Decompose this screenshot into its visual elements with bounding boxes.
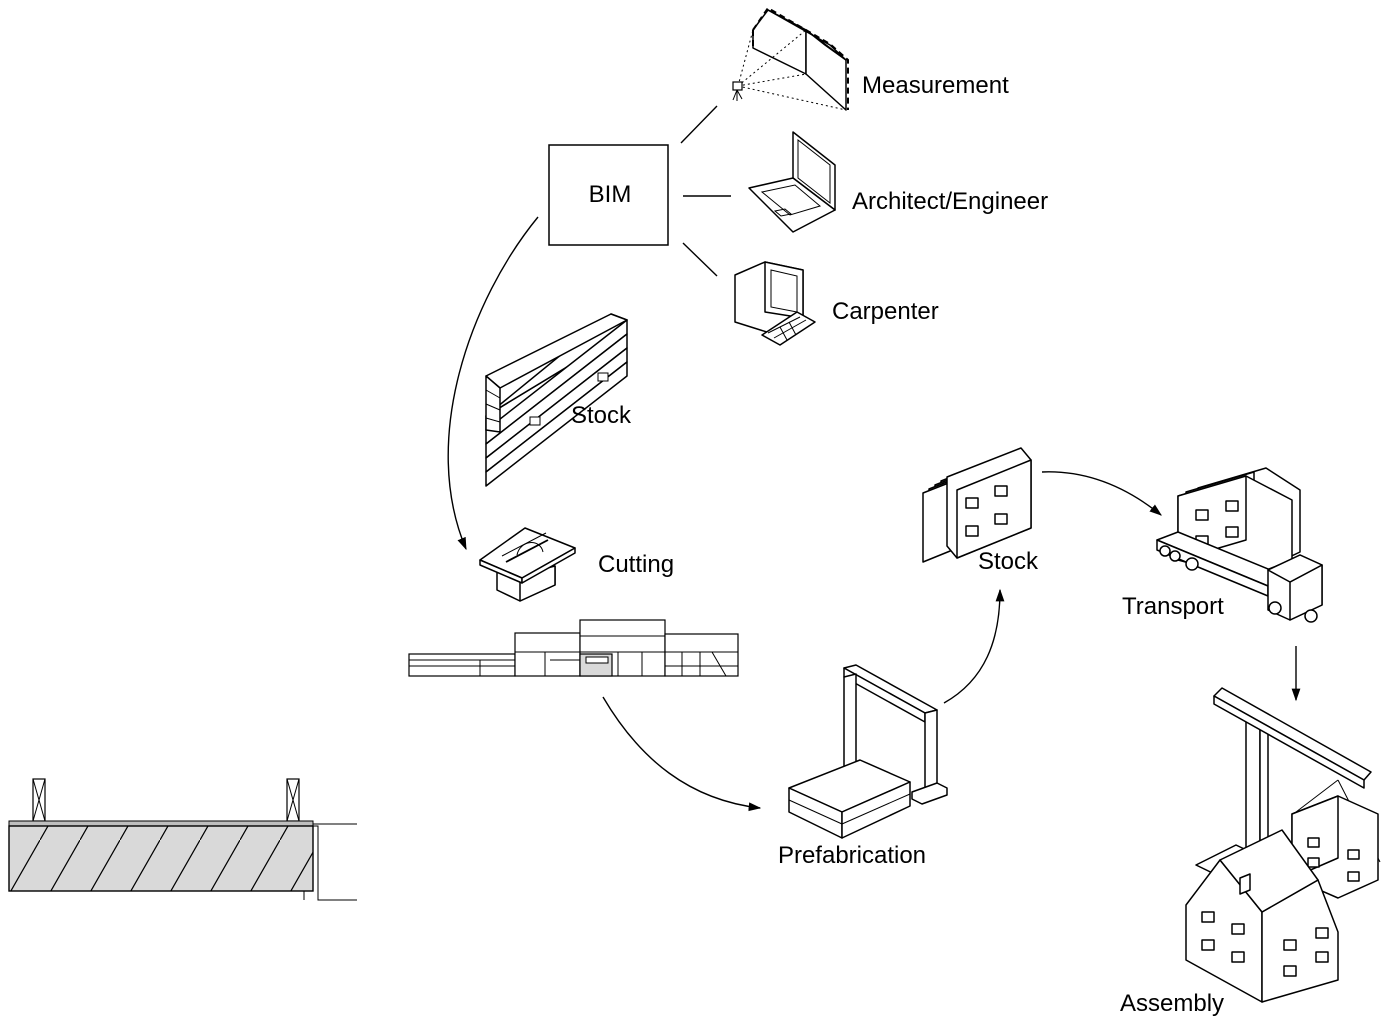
assembly-icon <box>1185 687 1381 1003</box>
prefabrication-to-stock-arrow <box>943 588 1005 704</box>
prefabrication-icon <box>788 664 948 839</box>
stock-to-transport-arrow <box>1041 471 1162 516</box>
lumber-stock-label: Stock <box>571 402 632 429</box>
bim-to-carpenter-line <box>682 242 718 277</box>
bim-label: BIM <box>589 181 632 208</box>
lumber-stock-icon <box>485 313 628 487</box>
panel-stock-icon <box>922 447 1032 563</box>
measurement-label: Measurement <box>862 72 1009 99</box>
truck-icon <box>1156 467 1323 623</box>
wall-section-detail <box>8 778 357 901</box>
panel-stock-label: Stock <box>978 548 1039 575</box>
cnc-to-prefabrication-arrow <box>602 696 762 812</box>
cnc-machine-icon <box>408 619 739 677</box>
assembly-label: Assembly <box>1120 990 1224 1016</box>
laptop-icon <box>748 131 836 233</box>
prefabrication-label: Prefabrication <box>778 842 926 869</box>
desktop-computer-icon <box>734 261 816 346</box>
architect-label: Architect/Engineer <box>852 188 1048 215</box>
cutting-label: Cutting <box>598 551 674 578</box>
bim-connectors <box>680 105 731 277</box>
bim-to-cutting-arrow <box>447 216 539 551</box>
measurement-icon <box>732 6 849 111</box>
table-saw-icon <box>479 527 576 602</box>
carpenter-label: Carpenter <box>832 298 939 325</box>
transport-label: Transport <box>1122 593 1224 620</box>
bim-to-measurement-line <box>680 105 718 144</box>
bim-box: BIM <box>548 144 669 246</box>
